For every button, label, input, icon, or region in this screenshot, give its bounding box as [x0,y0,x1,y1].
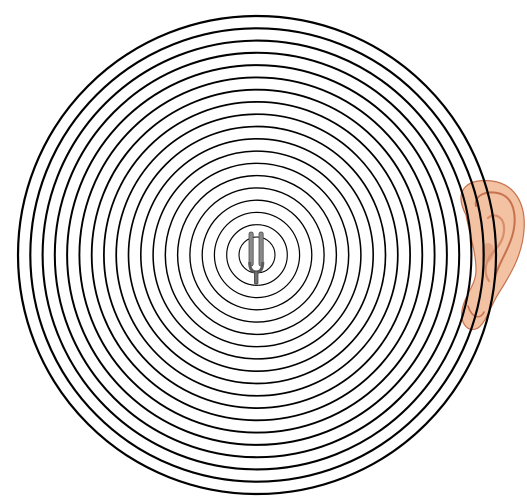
wave-ring [116,114,398,396]
wave-ring [239,237,275,273]
wave-ring [153,151,361,359]
tuning-fork-icon [249,232,263,284]
wave-ring [165,163,348,346]
wave-ring [129,127,386,384]
wave-rings [18,16,496,494]
wave-ring [104,102,410,408]
wave-ring [141,139,373,371]
wave-ring [18,16,496,494]
wave-ring [67,65,447,445]
wave-ring [79,77,434,432]
wave-ring [190,188,324,322]
wave-ring [30,28,483,481]
wave-ring [43,41,472,470]
wave-ring [178,176,337,335]
wave-ring [202,200,312,310]
